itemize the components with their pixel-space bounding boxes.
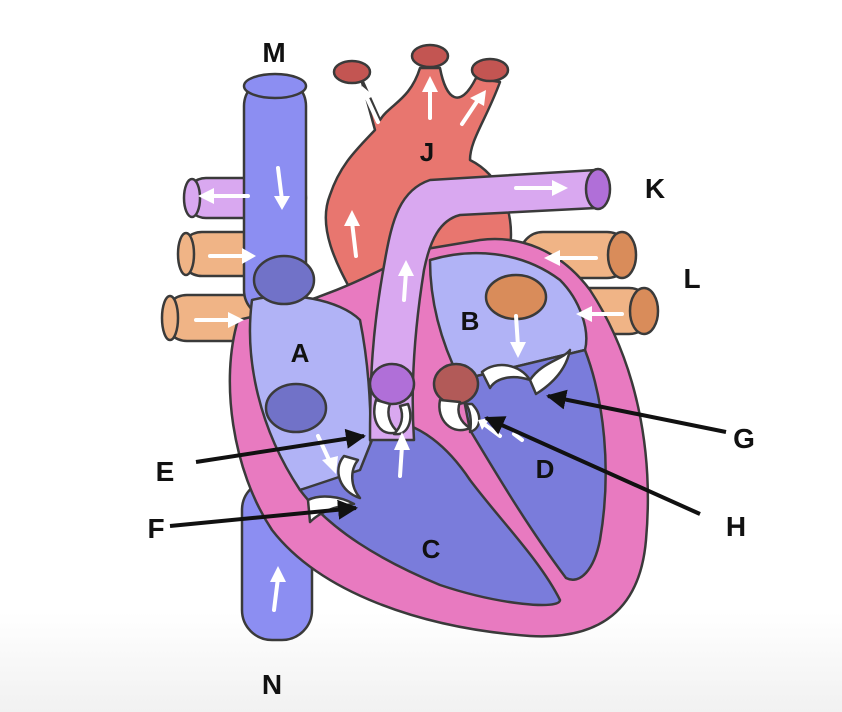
label-B: B [461, 306, 480, 336]
aortic-valve [438, 398, 481, 434]
pulmonary-valve [368, 362, 416, 436]
label-L: L [683, 263, 700, 294]
label-F: F [147, 513, 164, 544]
pulmonary-artery [368, 167, 612, 442]
label-K: K [645, 173, 665, 204]
pointer-E [195, 428, 366, 464]
pulmonary-vein-opening [484, 273, 548, 321]
label-H: H [726, 511, 746, 542]
label-D: D [536, 454, 555, 484]
label-J: J [420, 137, 434, 167]
mitral-valve [480, 348, 572, 396]
label-N: N [262, 669, 282, 700]
blood-flow-arrows [194, 76, 624, 612]
pointer-G [546, 389, 727, 434]
pointer-H [484, 416, 701, 516]
label-G: G [733, 423, 755, 454]
ivc-opening [264, 382, 328, 434]
label-C: C [422, 534, 441, 564]
left-ventricle [458, 348, 607, 581]
label-M: M [262, 37, 285, 68]
pointer-F [169, 499, 358, 528]
aortic-valve-opening [432, 362, 480, 406]
right-ventricle [298, 418, 562, 607]
pointer-lines [169, 389, 727, 528]
svc-opening [252, 254, 316, 306]
label-A: A [291, 338, 310, 368]
label-E: E [156, 456, 175, 487]
